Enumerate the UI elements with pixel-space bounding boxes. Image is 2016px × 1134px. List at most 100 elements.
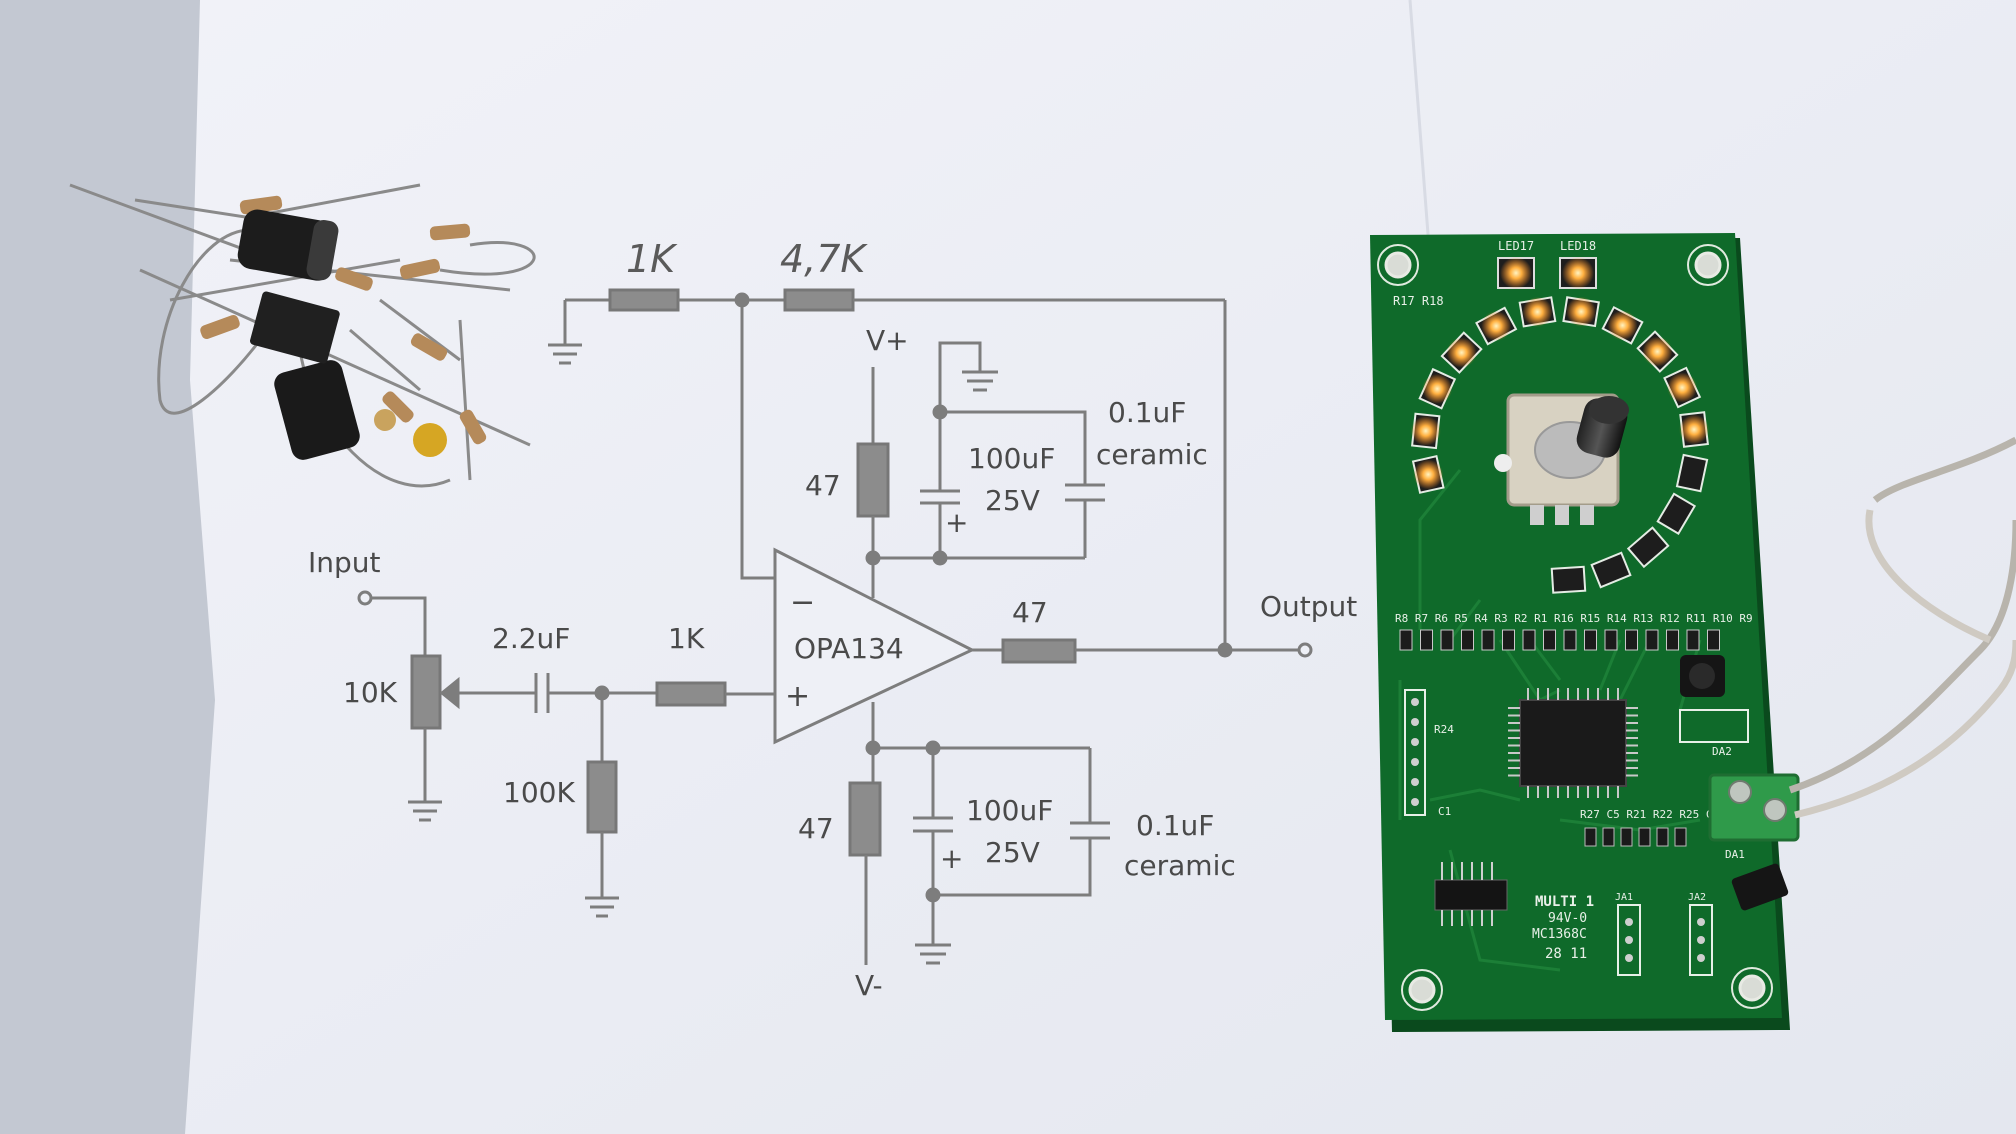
- label-output: Output: [1260, 590, 1357, 623]
- smd-resistor: [1686, 629, 1700, 651]
- label-47-vplus: 47: [805, 469, 841, 502]
- ring-led: [1663, 366, 1702, 409]
- silk-led17: LED17: [1498, 239, 1534, 253]
- ring-led: [1518, 296, 1557, 328]
- label-ceramic-bottom: ceramic: [1124, 849, 1236, 882]
- paper-fold: [1408, 0, 1432, 261]
- silk-r17r18: R17 R18: [1393, 294, 1444, 308]
- silk-r24: R24: [1434, 723, 1454, 736]
- ring-led: [1411, 455, 1445, 494]
- smd-resistor: [1584, 629, 1597, 651]
- label-input: Input: [308, 546, 381, 579]
- schematic-labels: 1K 4,7K V+ V- 47 47 100uF 25V 0.1uF cera…: [308, 237, 1357, 1002]
- resistor-4-7k-feedback: [783, 288, 855, 312]
- input-terminal: [357, 590, 373, 606]
- silk-da2: DA2: [1712, 745, 1732, 758]
- smd-resistor: [1707, 629, 1720, 651]
- silk-board-rev: 28 11: [1545, 946, 1587, 962]
- led-ring: [1410, 296, 1710, 594]
- smd-resistor: [1502, 629, 1515, 651]
- schematic: [357, 288, 1313, 965]
- smd-resistor: [1604, 629, 1618, 651]
- resistor-47-output: [1001, 638, 1077, 664]
- label-vplus: V+: [866, 324, 909, 357]
- jumper-ja1: [1617, 904, 1641, 976]
- label-opa134: OPA134: [794, 632, 904, 665]
- label-47-output: 47: [1012, 596, 1048, 629]
- ring-led: [1675, 453, 1709, 493]
- left-pin-header: [1404, 689, 1426, 816]
- mounting-hole: [1694, 251, 1722, 279]
- ring-led: [1475, 306, 1518, 346]
- label-plus-bottom-cap: +: [940, 842, 963, 875]
- potentiometer-10k: [410, 654, 442, 730]
- smd-resistor: [1563, 629, 1577, 651]
- ring-led: [1562, 296, 1600, 328]
- label-opamp-minus: −: [790, 585, 815, 620]
- label-4-7k-feedback: 4,7K: [780, 237, 868, 281]
- label-opamp-plus: +: [785, 679, 810, 714]
- ring-led: [1656, 492, 1697, 535]
- ring-led: [1601, 305, 1644, 345]
- jumper-ja2: [1689, 904, 1713, 976]
- led-17: [1500, 257, 1532, 289]
- component-pile: [69, 183, 536, 488]
- label-100uf-top: 100uF: [968, 442, 1055, 475]
- label-25v-top: 25V: [985, 484, 1040, 517]
- led-18: [1562, 257, 1594, 289]
- resistor-row: [1399, 629, 1720, 651]
- silk-led18: LED18: [1560, 239, 1596, 253]
- silk-c1: C1: [1438, 805, 1451, 818]
- label-1k-input: 1K: [668, 622, 705, 655]
- resistor-100k-bias: [586, 760, 618, 834]
- mounting-hole: [1408, 976, 1436, 1004]
- label-100k: 100K: [503, 776, 575, 809]
- label-0-1uf-bottom: 0.1uF: [1136, 809, 1214, 842]
- silk-ja1: JA1: [1615, 892, 1633, 903]
- smd-resistor: [1666, 629, 1679, 651]
- output-terminal: [1297, 642, 1313, 658]
- pcb-board: LED17 LED18 R17 R18 R8 R7 R6 R5 R4 R3 R2…: [1370, 233, 1800, 1032]
- smd-resistor: [1420, 629, 1433, 651]
- ring-led: [1418, 367, 1457, 410]
- label-100uf-bottom: 100uF: [966, 794, 1053, 827]
- smd-resistor: [1481, 629, 1495, 651]
- ring-led: [1410, 412, 1441, 450]
- mounting-hole: [1384, 251, 1412, 279]
- silk-da1: DA1: [1725, 848, 1745, 861]
- mounting-hole: [1738, 974, 1766, 1002]
- label-1k-feedback: 1K: [626, 237, 678, 281]
- silk-ja2: JA2: [1688, 892, 1706, 903]
- ring-led: [1636, 330, 1679, 373]
- smd-resistor: [1399, 629, 1413, 651]
- ring-led: [1440, 331, 1483, 374]
- smd-resistor: [1625, 629, 1638, 651]
- resistor-1k-feedback: [608, 288, 680, 312]
- silk-board-date: MC1368C: [1532, 927, 1587, 942]
- ring-led: [1626, 526, 1670, 569]
- label-10k-pot: 10K: [343, 676, 398, 709]
- label-2-2uf: 2.2uF: [492, 622, 570, 655]
- ring-led: [1679, 411, 1710, 448]
- label-25v-bottom: 25V: [985, 836, 1040, 869]
- silk-r27-row: R27 C5 R21 R22 R25 C3: [1580, 808, 1719, 821]
- opamp-triangle: [773, 547, 976, 745]
- label-0-1uf-top: 0.1uF: [1108, 396, 1186, 429]
- label-vminus: V-: [855, 969, 883, 1002]
- silk-resistor-row: R8 R7 R6 R5 R4 R3 R2 R1 R16 R15 R14 R13 …: [1395, 612, 1753, 625]
- smd-resistor: [1543, 629, 1556, 651]
- silk-board-name: MULTI 1: [1535, 894, 1594, 910]
- smd-resistor: [1440, 629, 1454, 651]
- silk-board-code: 94V-0: [1548, 911, 1587, 926]
- soic-chip: [1434, 879, 1508, 911]
- resistor-47-vminus: [848, 781, 882, 857]
- smd-resistor: [1461, 629, 1474, 651]
- label-47-vminus: 47: [798, 812, 834, 845]
- resistor-1k-input: [655, 681, 727, 707]
- microcontroller-chip: [1519, 699, 1627, 787]
- ring-led: [1550, 565, 1587, 594]
- label-ceramic-top: ceramic: [1096, 438, 1208, 471]
- label-plus-top-cap: +: [945, 506, 968, 539]
- ring-led: [1590, 551, 1632, 589]
